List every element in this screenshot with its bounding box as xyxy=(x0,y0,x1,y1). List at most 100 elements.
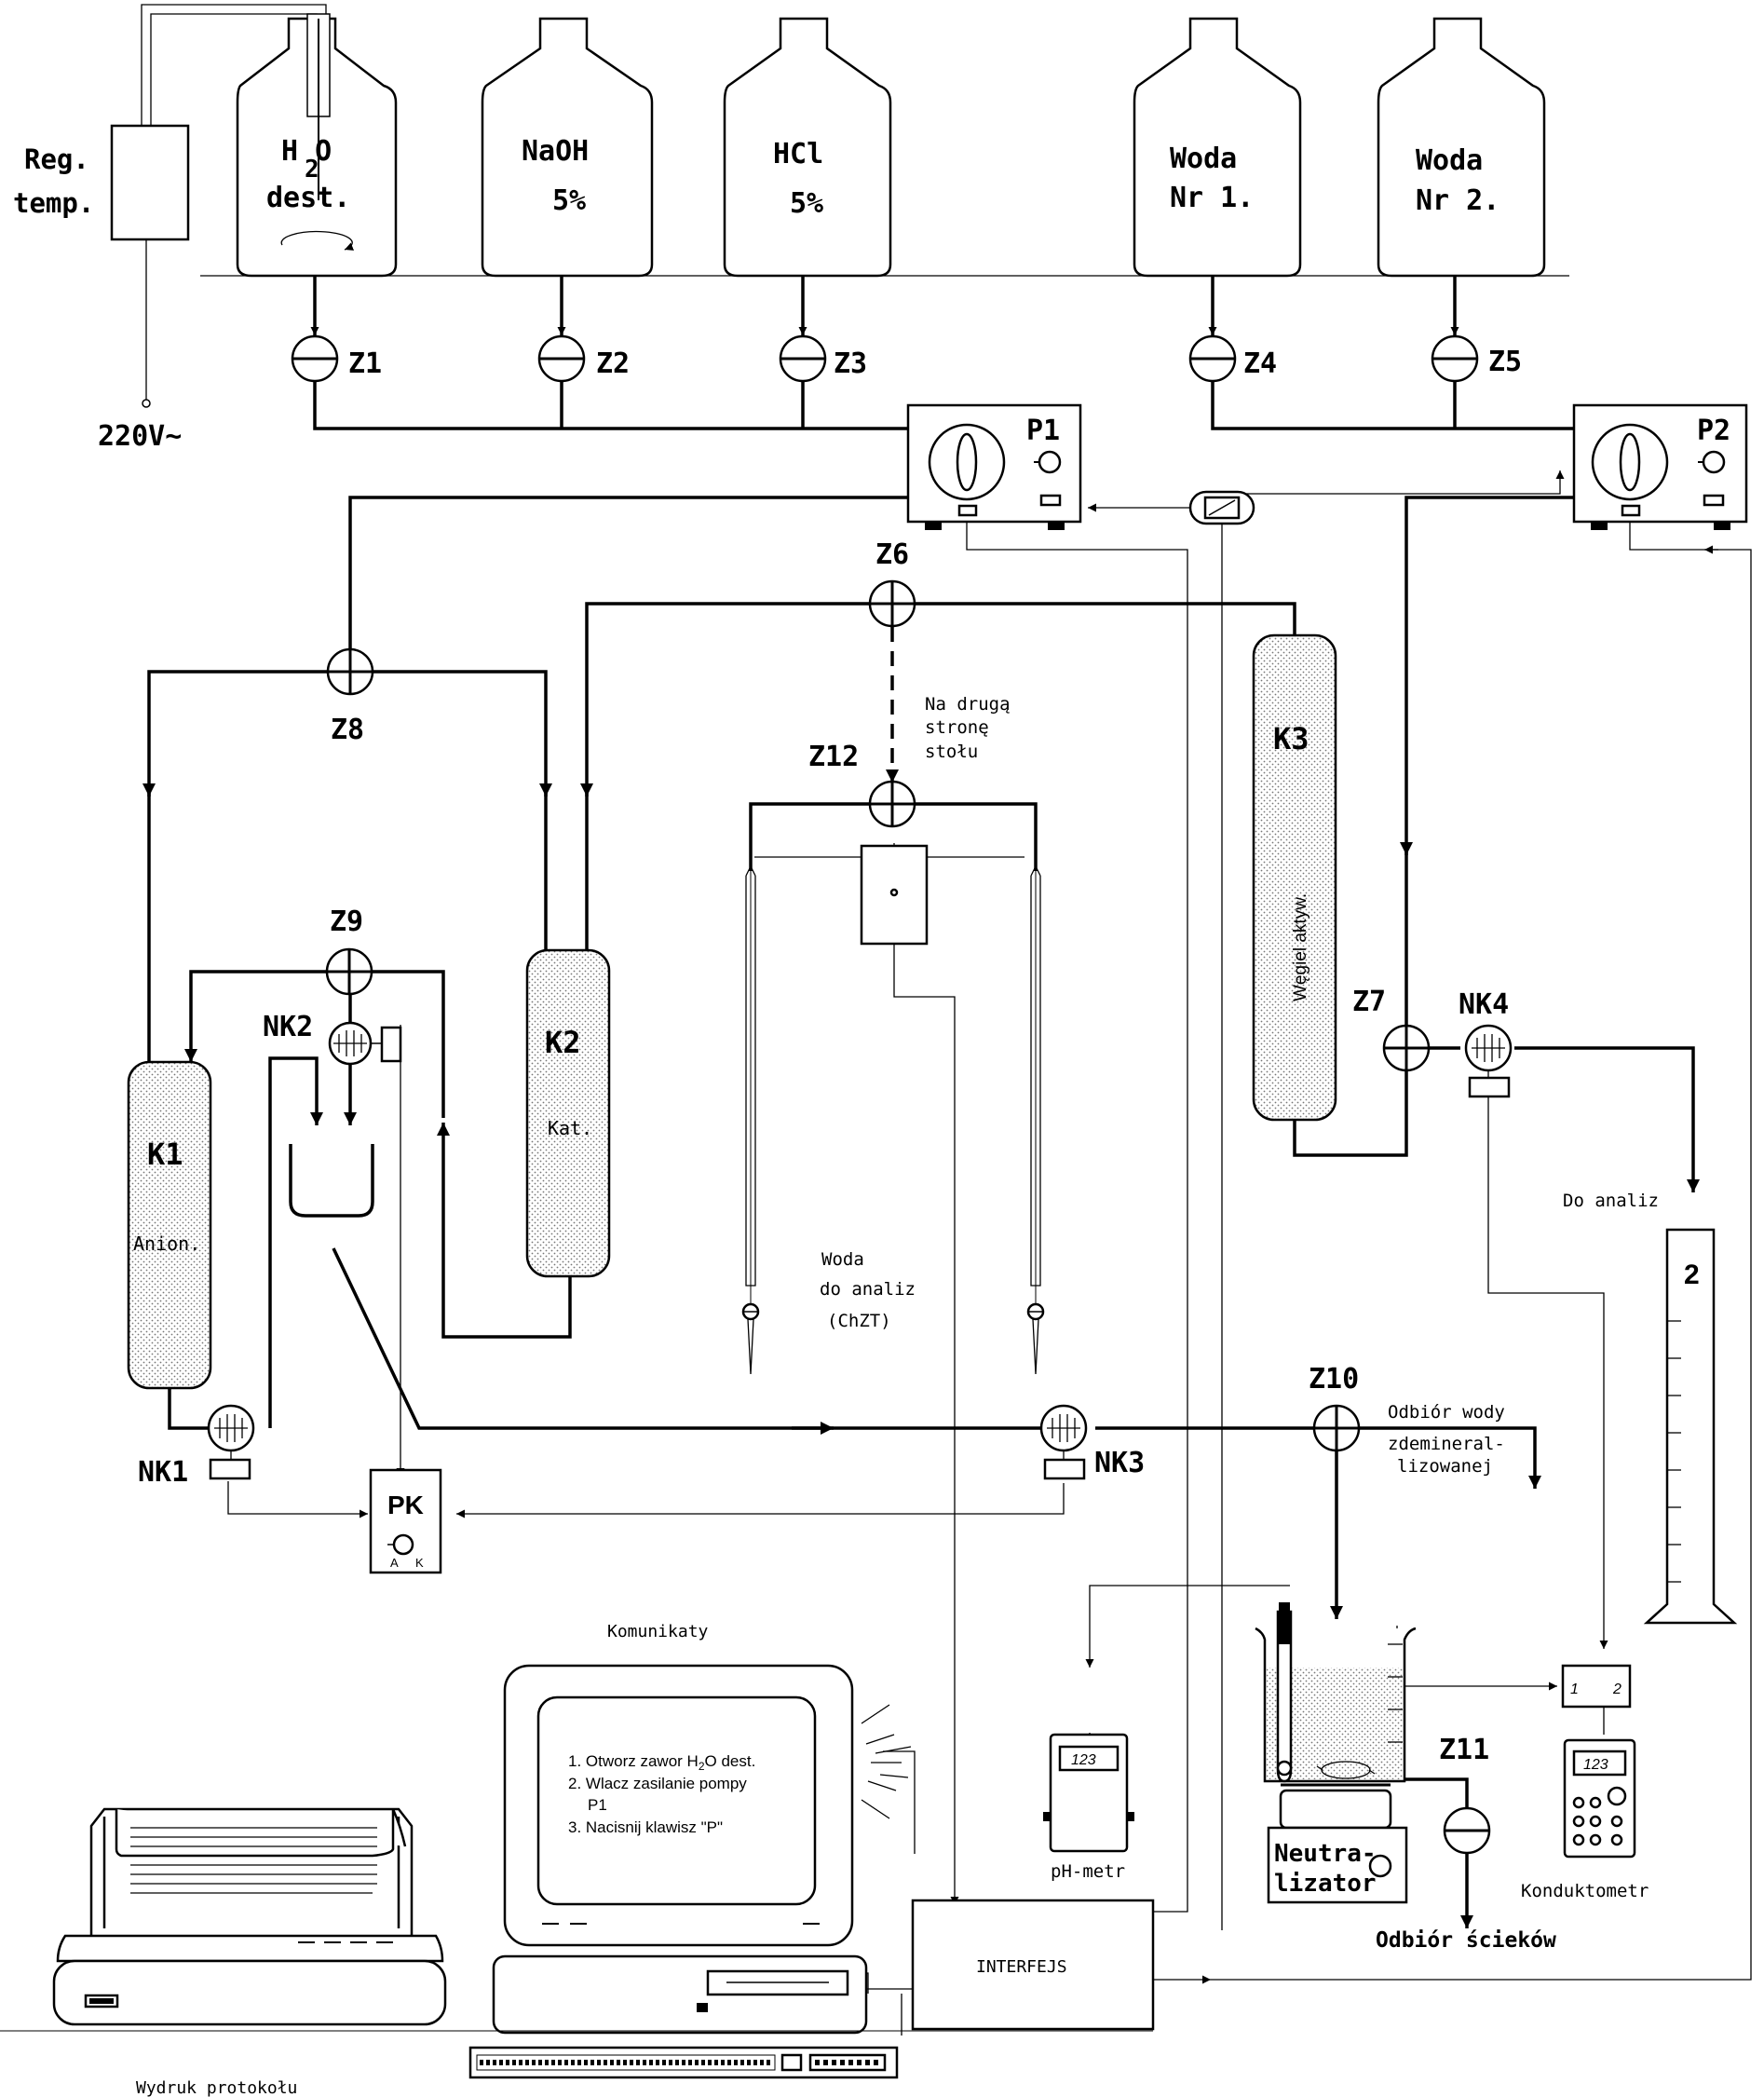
column-k1 xyxy=(127,1060,212,1390)
ph-meter-display: 123 xyxy=(1071,1752,1096,1768)
valve-z8[interactable] xyxy=(326,647,374,696)
valve-z11[interactable] xyxy=(1443,1806,1491,1855)
column-k2-resin: Kat. xyxy=(548,1117,592,1139)
valve-z9[interactable] xyxy=(325,947,373,996)
valve-z7[interactable] xyxy=(1382,1024,1431,1072)
column-k3-label: K3 xyxy=(1273,721,1309,756)
graduated-cylinder xyxy=(1643,1228,1738,1625)
komunikaty-label: Komunikaty xyxy=(607,1622,709,1641)
pk-k-label: K xyxy=(415,1556,424,1570)
reg-temp-label-2: temp. xyxy=(13,187,94,219)
valve-z11-label: Z11 xyxy=(1439,1734,1489,1766)
neutralizer-label-1: Neutra- xyxy=(1274,1840,1377,1868)
valve-z8-label: Z8 xyxy=(331,714,364,746)
screen-message-2b: P1 xyxy=(588,1796,607,1814)
bottle-h2o-label: H O xyxy=(281,135,332,168)
sensor-nk2-label: NK2 xyxy=(263,1011,313,1043)
screen-message-1: 1. Otworz zawor H2O dest. xyxy=(568,1752,755,1773)
pk-a-label: A xyxy=(390,1556,399,1570)
computer-monitor xyxy=(503,1664,912,1947)
neutralizer-label-2: lizator xyxy=(1274,1870,1377,1898)
bottle-h2o-subscript: 2 xyxy=(305,156,319,184)
bottle-naoh xyxy=(481,17,654,278)
note-zdemineral: zdemineral- xyxy=(1388,1434,1505,1454)
valve-z3-label: Z3 xyxy=(834,347,867,380)
bottle-woda-1 xyxy=(1133,17,1302,278)
valve-z12[interactable] xyxy=(868,780,916,828)
note-chzt: (ChZT) xyxy=(827,1311,891,1331)
bottle-hcl-concentration: 5% xyxy=(790,187,823,220)
conductivity-meter[interactable] xyxy=(1563,1738,1636,1859)
ph-meter-label: pH-metr xyxy=(1051,1861,1125,1882)
valve-z1-label: Z1 xyxy=(348,347,382,380)
bottle-hcl-label: HCl xyxy=(773,138,823,170)
cylinder-number: 2 xyxy=(1684,1260,1700,1290)
note-odbior-wody: Odbiór wody xyxy=(1388,1402,1505,1423)
ph-meter[interactable] xyxy=(1043,1733,1134,1853)
sensor-nk4 xyxy=(1464,1024,1513,1098)
note-na-druga: Na drugą xyxy=(925,694,1011,715)
pk-controller[interactable] xyxy=(369,1468,442,1574)
switch-channel-1: 1 xyxy=(1570,1682,1579,1697)
pipe-network xyxy=(142,276,1693,1928)
valve-z5-label: Z5 xyxy=(1488,346,1522,378)
note-strone: stronę xyxy=(925,717,989,738)
bottle-naoh-concentration: 5% xyxy=(552,184,586,217)
column-k2 xyxy=(525,948,611,1278)
valve-z5[interactable] xyxy=(1431,334,1479,383)
valve-z10[interactable] xyxy=(1312,1404,1361,1452)
burette-control-box xyxy=(860,844,929,946)
power-label: 220V~ xyxy=(98,420,182,453)
valve-z10-label: Z10 xyxy=(1309,1363,1359,1396)
column-k1-resin: Anion. xyxy=(133,1232,200,1255)
sensor-nk1-label: NK1 xyxy=(138,1456,188,1489)
pump-p1[interactable] xyxy=(906,403,1082,530)
keyboard[interactable] xyxy=(468,2046,899,2079)
valve-z4[interactable] xyxy=(1188,334,1237,383)
note-stolu: stołu xyxy=(925,742,978,762)
flow-meter-icon xyxy=(1188,490,1255,525)
note-woda: Woda xyxy=(821,1249,864,1270)
sensor-nk4-label: NK4 xyxy=(1459,988,1509,1021)
sensor-nk3-label: NK3 xyxy=(1094,1447,1145,1479)
valve-z7-label: Z7 xyxy=(1352,986,1386,1018)
conductivity-switch[interactable] xyxy=(1561,1664,1632,1709)
reg-temp-label-1: Reg. xyxy=(24,143,89,175)
printout-label: Wydruk protokołu xyxy=(136,2078,297,2097)
valve-z4-label: Z4 xyxy=(1243,347,1277,380)
note-lizowanej: lizowanej xyxy=(1397,1456,1493,1477)
bottle-naoh-label: NaOH xyxy=(522,135,589,168)
pump-p2-label: P2 xyxy=(1697,415,1730,447)
bottle-h2o-dest xyxy=(236,13,398,278)
valve-z6-label: Z6 xyxy=(875,538,909,571)
burette-right xyxy=(1026,865,1045,1375)
valve-z12-label: Z12 xyxy=(808,741,859,773)
sensor-nk2 xyxy=(328,1021,402,1066)
interface-box xyxy=(911,1899,1155,2031)
pump-p1-label: P1 xyxy=(1026,415,1060,447)
valve-z6[interactable] xyxy=(868,579,916,628)
switch-channel-2: 2 xyxy=(1612,1682,1622,1697)
column-k1-label: K1 xyxy=(147,1137,183,1172)
note-do-analiz-right: Do analiz xyxy=(1563,1191,1659,1211)
column-k3-carbon: Węgiel aktyw. xyxy=(1291,893,1310,1001)
valve-z3[interactable] xyxy=(779,334,827,383)
valve-z2-label: Z2 xyxy=(596,347,630,380)
bottle-hcl xyxy=(723,17,892,278)
valve-z1[interactable] xyxy=(291,334,339,383)
burette-left xyxy=(741,865,760,1375)
column-k2-label: K2 xyxy=(545,1025,581,1060)
column-k3 xyxy=(1252,633,1337,1122)
pump-p2[interactable] xyxy=(1572,403,1748,530)
screen-message-2: 2. Wlacz zasilanie pompy xyxy=(568,1775,747,1792)
conductivity-meter-label: Konduktometr xyxy=(1521,1881,1649,1901)
pk-controller-label: PK xyxy=(387,1491,424,1519)
printer xyxy=(52,1807,447,2026)
valve-z2[interactable] xyxy=(537,334,586,383)
collection-funnel xyxy=(289,1144,374,1218)
sensor-nk1 xyxy=(207,1404,255,1480)
interface-label: INTERFEJS xyxy=(976,1957,1067,1977)
conductivity-display: 123 xyxy=(1583,1757,1608,1773)
bottle-woda-1-label: Woda xyxy=(1170,143,1237,175)
computer-base-unit xyxy=(492,1954,868,2035)
